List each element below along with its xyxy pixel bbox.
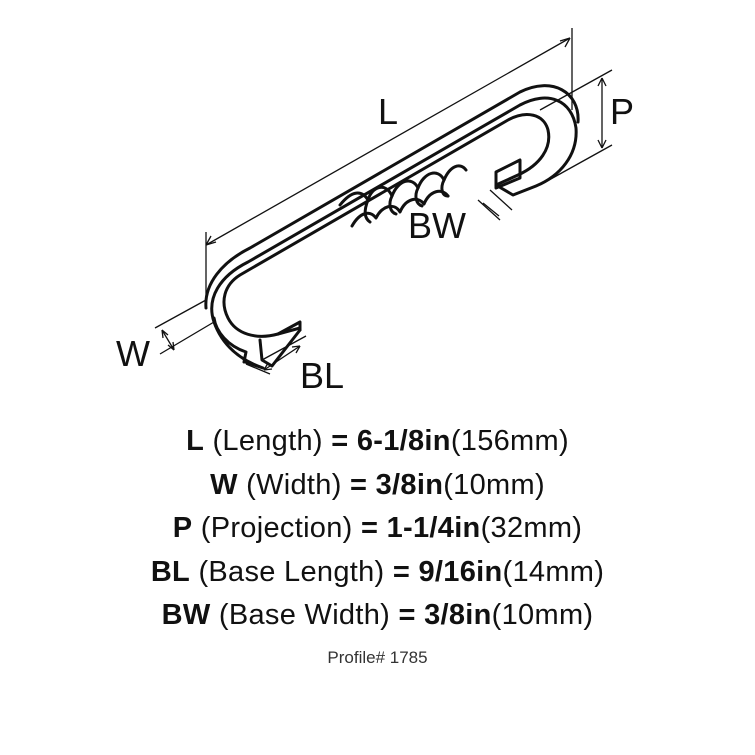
spec-eq: = xyxy=(350,468,368,501)
handle-diagram: L P BW W BL xyxy=(116,28,634,396)
spec-eq: = xyxy=(392,555,411,588)
spec-list: L (Length) = 6-1/8in(156mm) W (Width) = … xyxy=(0,420,755,638)
spec-desc: (Length) xyxy=(212,425,323,457)
spec-desc: (Projection) xyxy=(200,512,353,544)
label-BW: BW xyxy=(408,205,466,246)
profile-number: Profile# 1785 xyxy=(327,648,428,667)
label-L: L xyxy=(378,91,398,132)
spec-code: BL xyxy=(150,555,191,588)
spec-code: P xyxy=(172,512,193,544)
spec-base-length: BL (Base Length) = 9/16in(14mm) xyxy=(0,551,755,595)
spec-imperial: 3/8in xyxy=(424,599,492,631)
dimension-lines xyxy=(154,28,613,375)
spec-eq: = xyxy=(331,425,349,457)
spec-code: BW xyxy=(161,599,211,631)
spec-projection: P (Projection) = 1-1/4in(32mm) xyxy=(0,507,755,551)
spec-code: L xyxy=(186,425,205,457)
label-BL: BL xyxy=(300,355,344,396)
spec-metric: (14mm) xyxy=(502,555,605,588)
spec-imperial: 6-1/8in xyxy=(356,425,451,457)
spec-imperial: 3/8in xyxy=(375,468,444,501)
spec-metric: (10mm) xyxy=(443,468,545,501)
spec-desc: (Base Width) xyxy=(218,599,391,631)
label-W: W xyxy=(116,333,150,374)
spec-imperial: 9/16in xyxy=(418,555,503,588)
spec-length: L (Length) = 6-1/8in(156mm) xyxy=(0,420,755,464)
spec-metric: (10mm) xyxy=(491,599,594,631)
spec-width: W (Width) = 3/8in(10mm) xyxy=(0,464,755,508)
spec-desc: (Base Length) xyxy=(198,555,385,588)
spec-code: W xyxy=(210,468,238,501)
label-P: P xyxy=(610,91,634,132)
spec-metric: (156mm) xyxy=(450,425,569,457)
spec-base-width: BW (Base Width) = 3/8in(10mm) xyxy=(0,594,755,638)
spec-metric: (32mm) xyxy=(480,512,583,544)
spec-imperial: 1-1/4in xyxy=(386,512,481,544)
spec-desc: (Width) xyxy=(246,468,342,501)
spec-eq: = xyxy=(398,599,416,631)
spec-eq: = xyxy=(360,512,379,544)
